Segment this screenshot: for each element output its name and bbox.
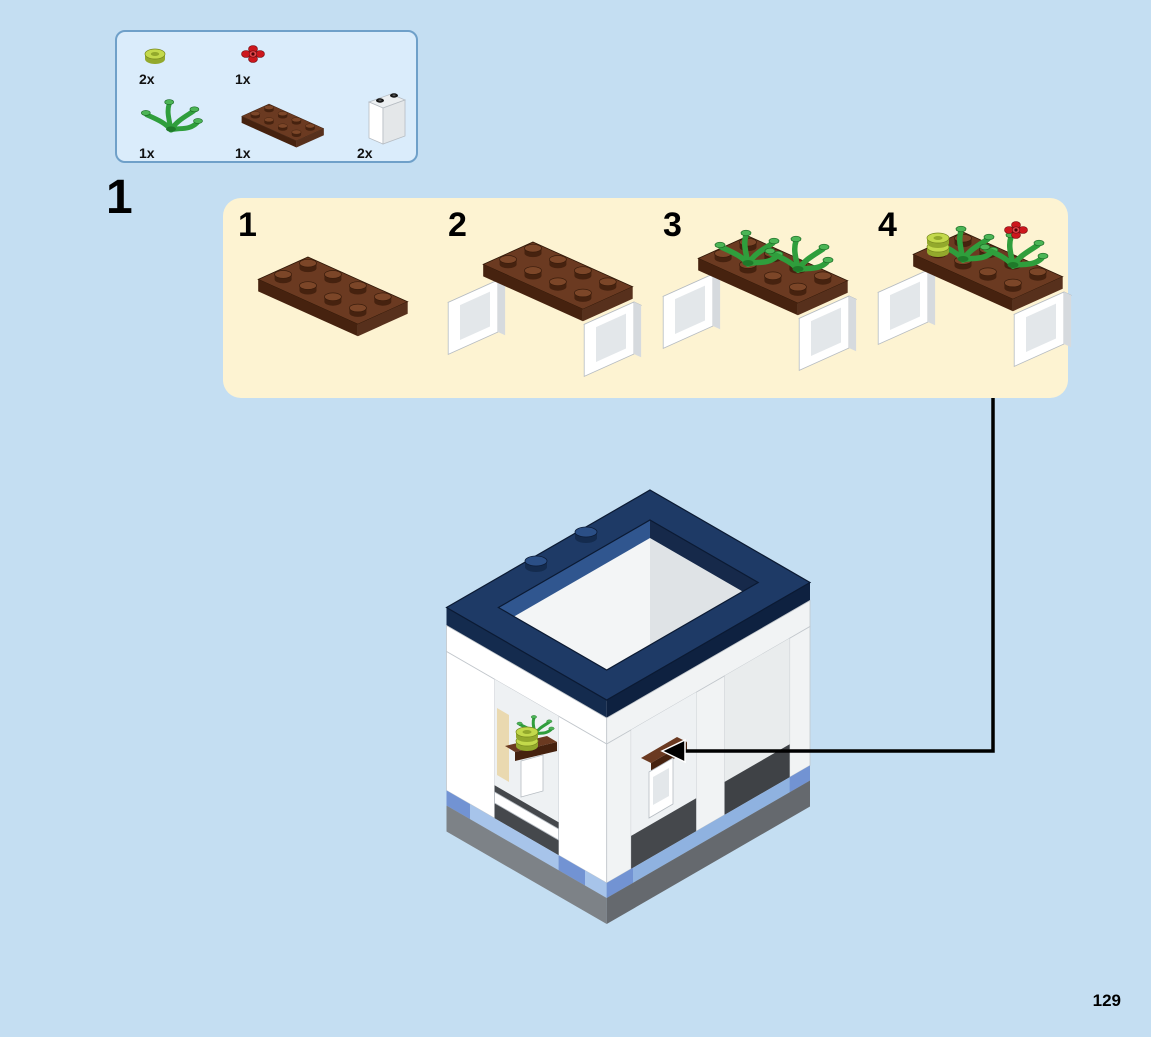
steps-panel: 1 2 3 4	[223, 198, 1072, 398]
step-number: 1	[106, 171, 133, 224]
interior-tan-detail	[497, 708, 509, 782]
model-base	[446, 780, 810, 924]
parts-callout-graphics: 2x 1x 1x 1x 2x	[117, 45, 407, 161]
rim-stud	[524, 555, 548, 573]
part-qty-label: 1x	[235, 145, 251, 161]
lime-round-plate-icon	[144, 48, 166, 64]
rim-stud	[574, 526, 598, 544]
page-number: 129	[1092, 991, 1121, 1010]
part-qty-label: 2x	[139, 71, 155, 87]
lego-model-graphic	[445, 489, 812, 924]
red-flower-icon	[241, 45, 265, 63]
model-left-wall	[446, 624, 608, 884]
brown-plate-icon	[242, 104, 324, 148]
substep4-assembly-graphic	[877, 221, 1072, 367]
green-branch-icon	[141, 100, 202, 132]
substep3-assembly-graphic	[662, 218, 857, 371]
callout-arrowhead-icon	[660, 738, 686, 764]
part-qty-label: 2x	[357, 145, 373, 161]
callout-connector	[660, 398, 995, 764]
substep-label: 3	[663, 206, 682, 244]
model-top-rim	[445, 489, 812, 718]
callout-connector-line	[685, 398, 995, 753]
model-trim-row	[446, 765, 810, 898]
model-right-wall	[606, 599, 811, 884]
white-panel-icon	[367, 93, 407, 145]
part-qty-label: 1x	[139, 145, 155, 161]
parts-callout-box: 2x 1x 1x 1x 2x	[115, 30, 418, 163]
substep-label: 2	[448, 206, 467, 244]
substep-label: 4	[878, 206, 897, 244]
interior-plant-shelf	[505, 713, 557, 798]
substep2-assembly-graphic	[447, 224, 642, 377]
part-qty-label: 1x	[235, 71, 251, 87]
substep1-assembly-graphic	[203, 232, 418, 352]
substep-label: 1	[238, 206, 257, 244]
window-sill	[494, 791, 559, 841]
